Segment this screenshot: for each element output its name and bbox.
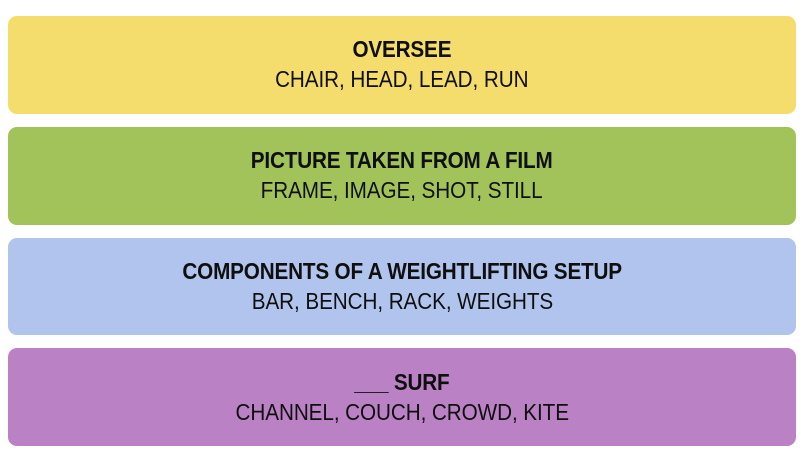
group-members: CHAIR, HEAD, LEAD, RUN bbox=[275, 66, 529, 93]
group-card-purple[interactable]: ___ SURF CHANNEL, COUCH, CROWD, KITE bbox=[8, 348, 796, 446]
group-title: PICTURE TAKEN FROM A FILM bbox=[251, 147, 553, 174]
group-title: ___ SURF bbox=[354, 368, 450, 395]
group-card-blue[interactable]: COMPONENTS OF A WEIGHTLIFTING SETUP BAR,… bbox=[8, 237, 796, 336]
group-title: OVERSEE bbox=[352, 36, 452, 63]
group-card-yellow[interactable]: OVERSEE CHAIR, HEAD, LEAD, RUN bbox=[8, 16, 796, 114]
group-members: CHANNEL, COUCH, CROWD, KITE bbox=[235, 398, 569, 425]
group-card-green[interactable]: PICTURE TAKEN FROM A FILM FRAME, IMAGE, … bbox=[8, 126, 796, 225]
group-title: COMPONENTS OF A WEIGHTLIFTING SETUP bbox=[182, 257, 622, 284]
group-members: FRAME, IMAGE, SHOT, STILL bbox=[261, 177, 543, 204]
group-members: BAR, BENCH, RACK, WEIGHTS bbox=[251, 287, 553, 314]
